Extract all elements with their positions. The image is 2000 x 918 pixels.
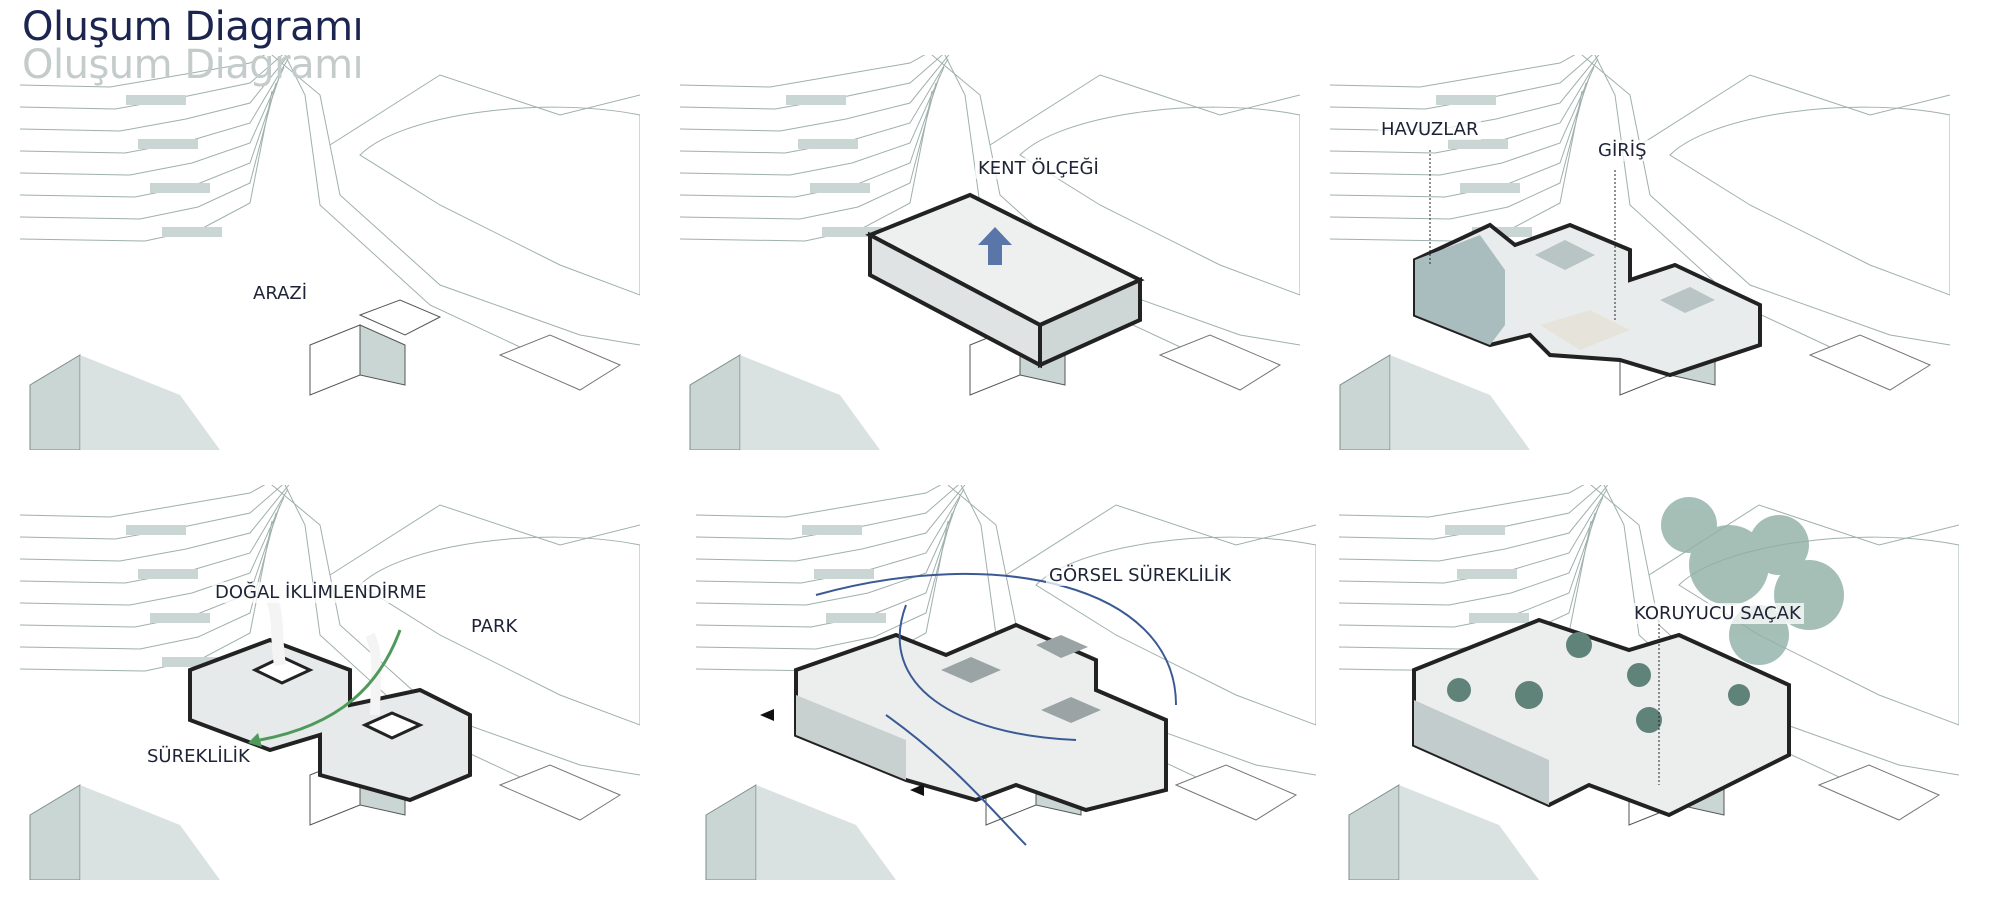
building-mass <box>1413 150 1762 378</box>
arrow-marker-icon <box>910 784 924 796</box>
building-mass <box>188 592 472 803</box>
panel-koruyucu-sacak: KORUYUCU SAÇAK <box>1339 485 1959 880</box>
label-havuzlar: HAVUZLAR <box>1378 119 1482 140</box>
site-drawing <box>680 55 1300 450</box>
view-arrow <box>885 714 1027 846</box>
terrain-contours <box>1330 55 1950 450</box>
label-giris: GİRİŞ <box>1595 140 1650 161</box>
site-drawing <box>1339 485 1959 880</box>
label-sureklilik: SÜREKLİLİK <box>144 746 253 767</box>
building-mass <box>1412 497 1844 818</box>
panel-dogal-iklimlendirme: DOĞAL İKLİMLENDİRME PARK SÜREKLİLİK <box>20 485 640 880</box>
terrain-contours <box>20 55 640 450</box>
view-arrow <box>898 604 1077 741</box>
site-drawing <box>1330 55 1950 450</box>
site-drawing <box>696 485 1316 880</box>
label-park: PARK <box>468 616 521 637</box>
airflow-arrow-icon <box>365 632 382 716</box>
label-arazi: ARAZİ <box>250 283 311 304</box>
building-mass <box>760 573 1177 846</box>
building-mass <box>865 192 1145 369</box>
site-drawing <box>20 55 640 450</box>
page-title: Oluşum Diagramı <box>22 4 364 50</box>
site-drawing <box>20 485 640 880</box>
arrow-marker-icon <box>760 709 774 721</box>
up-arrow-icon <box>978 227 1012 265</box>
arrowhead-icon <box>248 733 262 747</box>
panel-kent-olcegi: KENT ÖLÇEĞİ <box>680 55 1300 450</box>
label-kent-olcegi: KENT ÖLÇEĞİ <box>975 158 1102 179</box>
courtyard-trees <box>1447 632 1750 733</box>
panel-gorsel-sureklilik: GÖRSEL SÜREKLİLİK <box>696 485 1316 880</box>
label-koruyucu-sacak: KORUYUCU SAÇAK <box>1631 603 1804 624</box>
label-dogal-iklimlendirme: DOĞAL İKLİMLENDİRME <box>212 582 430 603</box>
label-gorsel-sureklilik: GÖRSEL SÜREKLİLİK <box>1046 565 1234 586</box>
view-arrow <box>815 573 1177 706</box>
panel-havuzlar-giris: HAVUZLAR GİRİŞ <box>1330 55 1950 450</box>
continuity-arrow-icon <box>259 629 402 742</box>
panel-arazi: ARAZİ <box>20 55 640 450</box>
